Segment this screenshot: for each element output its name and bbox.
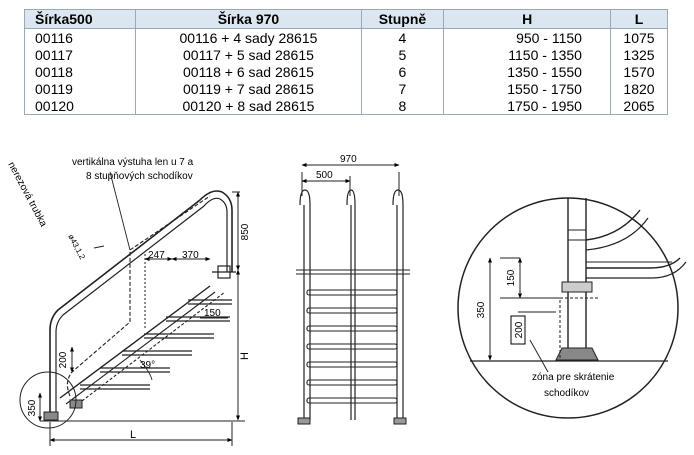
header-sirka500: Šírka500 — [23, 9, 137, 29]
cell-length: 1820 — [609, 80, 669, 97]
table-row: 00119 00119 + 7 sad 28615 7 1550 - 1750 … — [23, 80, 669, 97]
cell-length: 1325 — [609, 46, 669, 63]
detail-dim-200-box: 200 — [510, 315, 526, 345]
detail-dim-200-label: 200 — [514, 321, 525, 338]
table-row: 00117 00117 + 5 sad 28615 5 1150 - 1350 … — [23, 46, 669, 63]
dim-350-label: 350 — [27, 399, 38, 416]
cell-height: 1350 - 1550 — [443, 63, 611, 80]
header-h: H — [443, 9, 611, 29]
header-stupne: Stupně — [360, 9, 445, 29]
zone-note-line1: zóna pre skrátenie — [532, 372, 615, 383]
tube-dim-label: ø43,1,2 — [66, 233, 87, 262]
dim-970-label: 970 — [340, 154, 357, 165]
detail-dim-350-label: 350 — [476, 301, 487, 318]
dim-200-label: 200 — [58, 351, 69, 368]
header-l: L — [609, 9, 669, 29]
cell-steps: 4 — [360, 28, 445, 46]
cell-code: 00118 — [23, 63, 137, 80]
dim-850-label: 850 — [240, 223, 251, 240]
cell-combo: 00119 + 7 sad 28615 — [135, 80, 362, 97]
cell-combo: 00116 + 4 sady 28615 — [135, 28, 362, 46]
table-row: 00120 00120 + 8 sad 28615 8 1750 - 1950 … — [23, 97, 669, 115]
reinforcement-note-line1: vertikálna výstuha len u 7 a — [72, 157, 194, 168]
front-view — [296, 163, 410, 425]
cell-code: 00119 — [23, 80, 137, 97]
dim-500-label: 500 — [316, 170, 333, 181]
table-row: 00118 00118 + 6 sad 28615 6 1350 - 1550 … — [23, 63, 669, 80]
cell-steps: 6 — [360, 63, 445, 80]
cell-height: 1550 - 1750 — [443, 80, 611, 97]
dim-247-label: 247 — [148, 250, 165, 261]
cell-steps: 5 — [360, 46, 445, 63]
cell-height: 950 - 1150 — [443, 28, 611, 46]
angle-label: 39° — [140, 360, 155, 371]
detail-dim-150-label: 150 — [506, 269, 517, 286]
cell-combo: 00118 + 6 sad 28615 — [135, 63, 362, 80]
cell-code: 00117 — [23, 46, 137, 63]
cell-combo: 00117 + 5 sad 28615 — [135, 46, 362, 63]
cell-height: 1750 - 1950 — [443, 97, 611, 115]
table-header-row: Šírka500 Šírka 970 Stupně H L — [23, 9, 669, 29]
cell-code: 00116 — [23, 28, 137, 46]
cell-code: 00120 — [23, 97, 137, 115]
dim-370-label: 370 — [182, 250, 199, 261]
reinforcement-note-line2: 8 stupňových schodíkov — [86, 171, 193, 182]
spec-table: Šírka500 Šírka 970 Stupně H L 00116 0011… — [23, 9, 669, 115]
header-sirka970: Šírka 970 — [135, 9, 362, 29]
side-view — [19, 171, 245, 446]
dim-h-label: H — [239, 352, 251, 360]
tube-label: nerezová trubka — [5, 160, 49, 229]
cell-steps: 7 — [360, 80, 445, 97]
cell-combo: 00120 + 8 sad 28615 — [135, 97, 362, 115]
table-row: 00116 00116 + 4 sady 28615 4 950 - 1150 … — [23, 28, 669, 46]
detail-view — [457, 197, 687, 419]
cell-length: 2065 — [609, 97, 669, 115]
cell-length: 1075 — [609, 28, 669, 46]
dim-150-label: 150 — [204, 308, 221, 319]
cell-height: 1150 - 1350 — [443, 46, 611, 63]
dim-l-label: L — [130, 429, 136, 441]
technical-drawing: nerezová trubka ø43,1,2 vertikálna výstu… — [5, 154, 687, 446]
cell-steps: 8 — [360, 97, 445, 115]
cell-length: 1570 — [609, 63, 669, 80]
zone-note-line2: schodíkov — [544, 388, 589, 399]
